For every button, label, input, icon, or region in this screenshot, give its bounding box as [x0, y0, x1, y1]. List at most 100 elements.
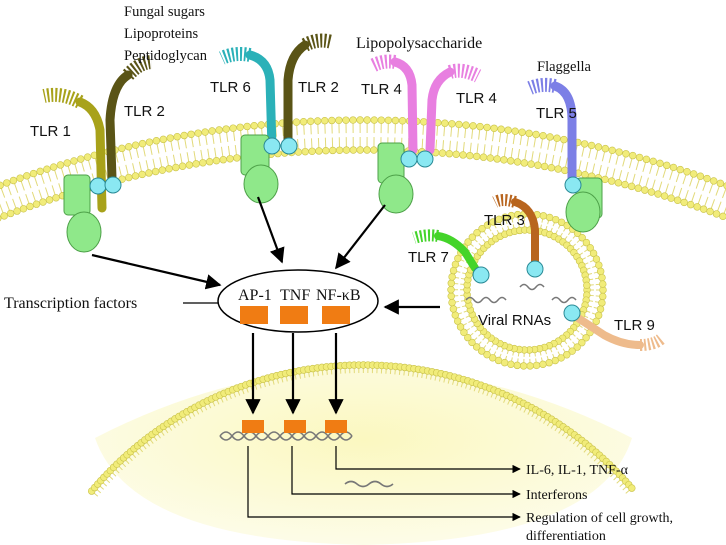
- transcription-factor-complex: AP-1 TNF NF-κB: [217, 269, 379, 333]
- lipid-tail: [503, 397, 507, 403]
- lipid-head: [629, 151, 637, 160]
- lipid-tail: [460, 382, 464, 388]
- lipid-head: [145, 169, 153, 177]
- lipid-tail: [27, 178, 32, 189]
- lipid-tail: [115, 469, 120, 474]
- lipid-head: [466, 151, 474, 160]
- lipid-tail: [25, 194, 30, 204]
- lipid-head: [250, 122, 258, 130]
- lipid-tail: [526, 136, 530, 147]
- lipid-tail: [710, 199, 716, 209]
- lipid-head: [370, 116, 378, 124]
- lipid-tail: [450, 126, 453, 137]
- label-tlr3: TLR 3: [484, 212, 525, 229]
- label-tlr1: TLR 1: [30, 123, 71, 140]
- lipid-head: [464, 333, 472, 342]
- lipid-tail: [220, 397, 224, 403]
- lipid-head: [483, 221, 492, 229]
- lipid-tail: [422, 124, 425, 135]
- lipid-tail: [535, 414, 539, 420]
- lipid-tail: [285, 376, 288, 382]
- lipid-tail: [157, 433, 161, 439]
- dna-bound-factor-2: [284, 420, 306, 433]
- lipid-head: [449, 266, 458, 275]
- lipid-tail: [128, 456, 133, 462]
- lipid-tail: [671, 185, 676, 196]
- lipid-head: [696, 172, 705, 180]
- lipid-tail: [543, 419, 547, 424]
- output-interferons: Interferons: [526, 488, 587, 503]
- lipid-tail: [96, 489, 102, 494]
- lipid-head: [580, 140, 589, 148]
- lipid-head: [125, 173, 133, 182]
- lipid-tail: [722, 188, 726, 199]
- lipid-tail: [478, 129, 481, 140]
- lipid-tail: [105, 478, 111, 484]
- lipid-head: [582, 238, 591, 247]
- lipid-tail: [160, 431, 165, 436]
- lipid-tail: [434, 375, 437, 381]
- lipid-tail: [619, 482, 624, 487]
- lipid-tail: [523, 407, 527, 413]
- lipid-head: [500, 358, 509, 367]
- lipid-head: [166, 134, 174, 142]
- lipid-tail: [477, 387, 481, 393]
- lipid-tail: [524, 150, 527, 161]
- lipid-tail: [115, 152, 119, 163]
- tlr7-receptor: [412, 229, 490, 284]
- lipid-tail: [507, 399, 511, 405]
- lipid-tail: [678, 187, 683, 198]
- lipid-tail: [267, 380, 271, 386]
- lipid-head: [342, 146, 351, 154]
- lipid-tail: [227, 145, 231, 156]
- lipid-head: [504, 126, 512, 134]
- lipid-head: [554, 165, 562, 173]
- lipid-tail: [517, 148, 521, 160]
- lipid-tail: [588, 148, 592, 159]
- lipid-head: [642, 155, 651, 164]
- nfkb-box: [322, 306, 350, 324]
- lipid-tail: [649, 164, 653, 174]
- lipid-tail: [539, 416, 543, 422]
- lipid-head: [599, 280, 607, 288]
- lipid-tail: [241, 389, 245, 395]
- tlr2-receptor-left: [104, 55, 153, 194]
- lipid-tail: [20, 180, 25, 191]
- dna-bound-factor-3: [325, 420, 347, 433]
- lipid-tail: [13, 183, 19, 193]
- lipid-tail: [638, 175, 643, 186]
- lipid-tail: [578, 160, 582, 171]
- lipid-tail: [469, 384, 472, 391]
- lipid-tail: [195, 409, 200, 415]
- lipid-head: [649, 157, 657, 166]
- plasma-membrane: [0, 116, 726, 222]
- lipid-tail: [494, 394, 498, 400]
- lipid-head: [173, 133, 181, 141]
- lipid-tail: [572, 439, 577, 445]
- lipid-tail: [498, 396, 502, 402]
- lipid-head: [459, 151, 467, 159]
- lipid-tail: [407, 370, 410, 377]
- lipid-tail: [695, 178, 700, 189]
- lipid-tail: [569, 436, 574, 442]
- lipid-head: [539, 212, 548, 220]
- lipid-head: [201, 128, 209, 136]
- lipid-tail: [152, 158, 156, 169]
- lipid-head: [420, 118, 428, 126]
- lipid-head: [520, 159, 529, 167]
- lipid-head: [222, 125, 230, 133]
- lipid-head: [532, 361, 541, 370]
- lipid-tail: [452, 379, 455, 385]
- lipid-head: [513, 158, 522, 166]
- lipid-tail: [605, 166, 609, 177]
- lipid-head: [215, 126, 223, 134]
- lipid-head: [654, 190, 662, 198]
- lipid-tail: [622, 156, 626, 167]
- lipid-head: [39, 198, 47, 206]
- lipid-tail: [669, 170, 674, 180]
- lipid-head: [706, 207, 714, 216]
- lipid-tail: [398, 369, 401, 375]
- dna-bound-factor-1: [242, 420, 264, 433]
- lipid-head: [187, 130, 195, 138]
